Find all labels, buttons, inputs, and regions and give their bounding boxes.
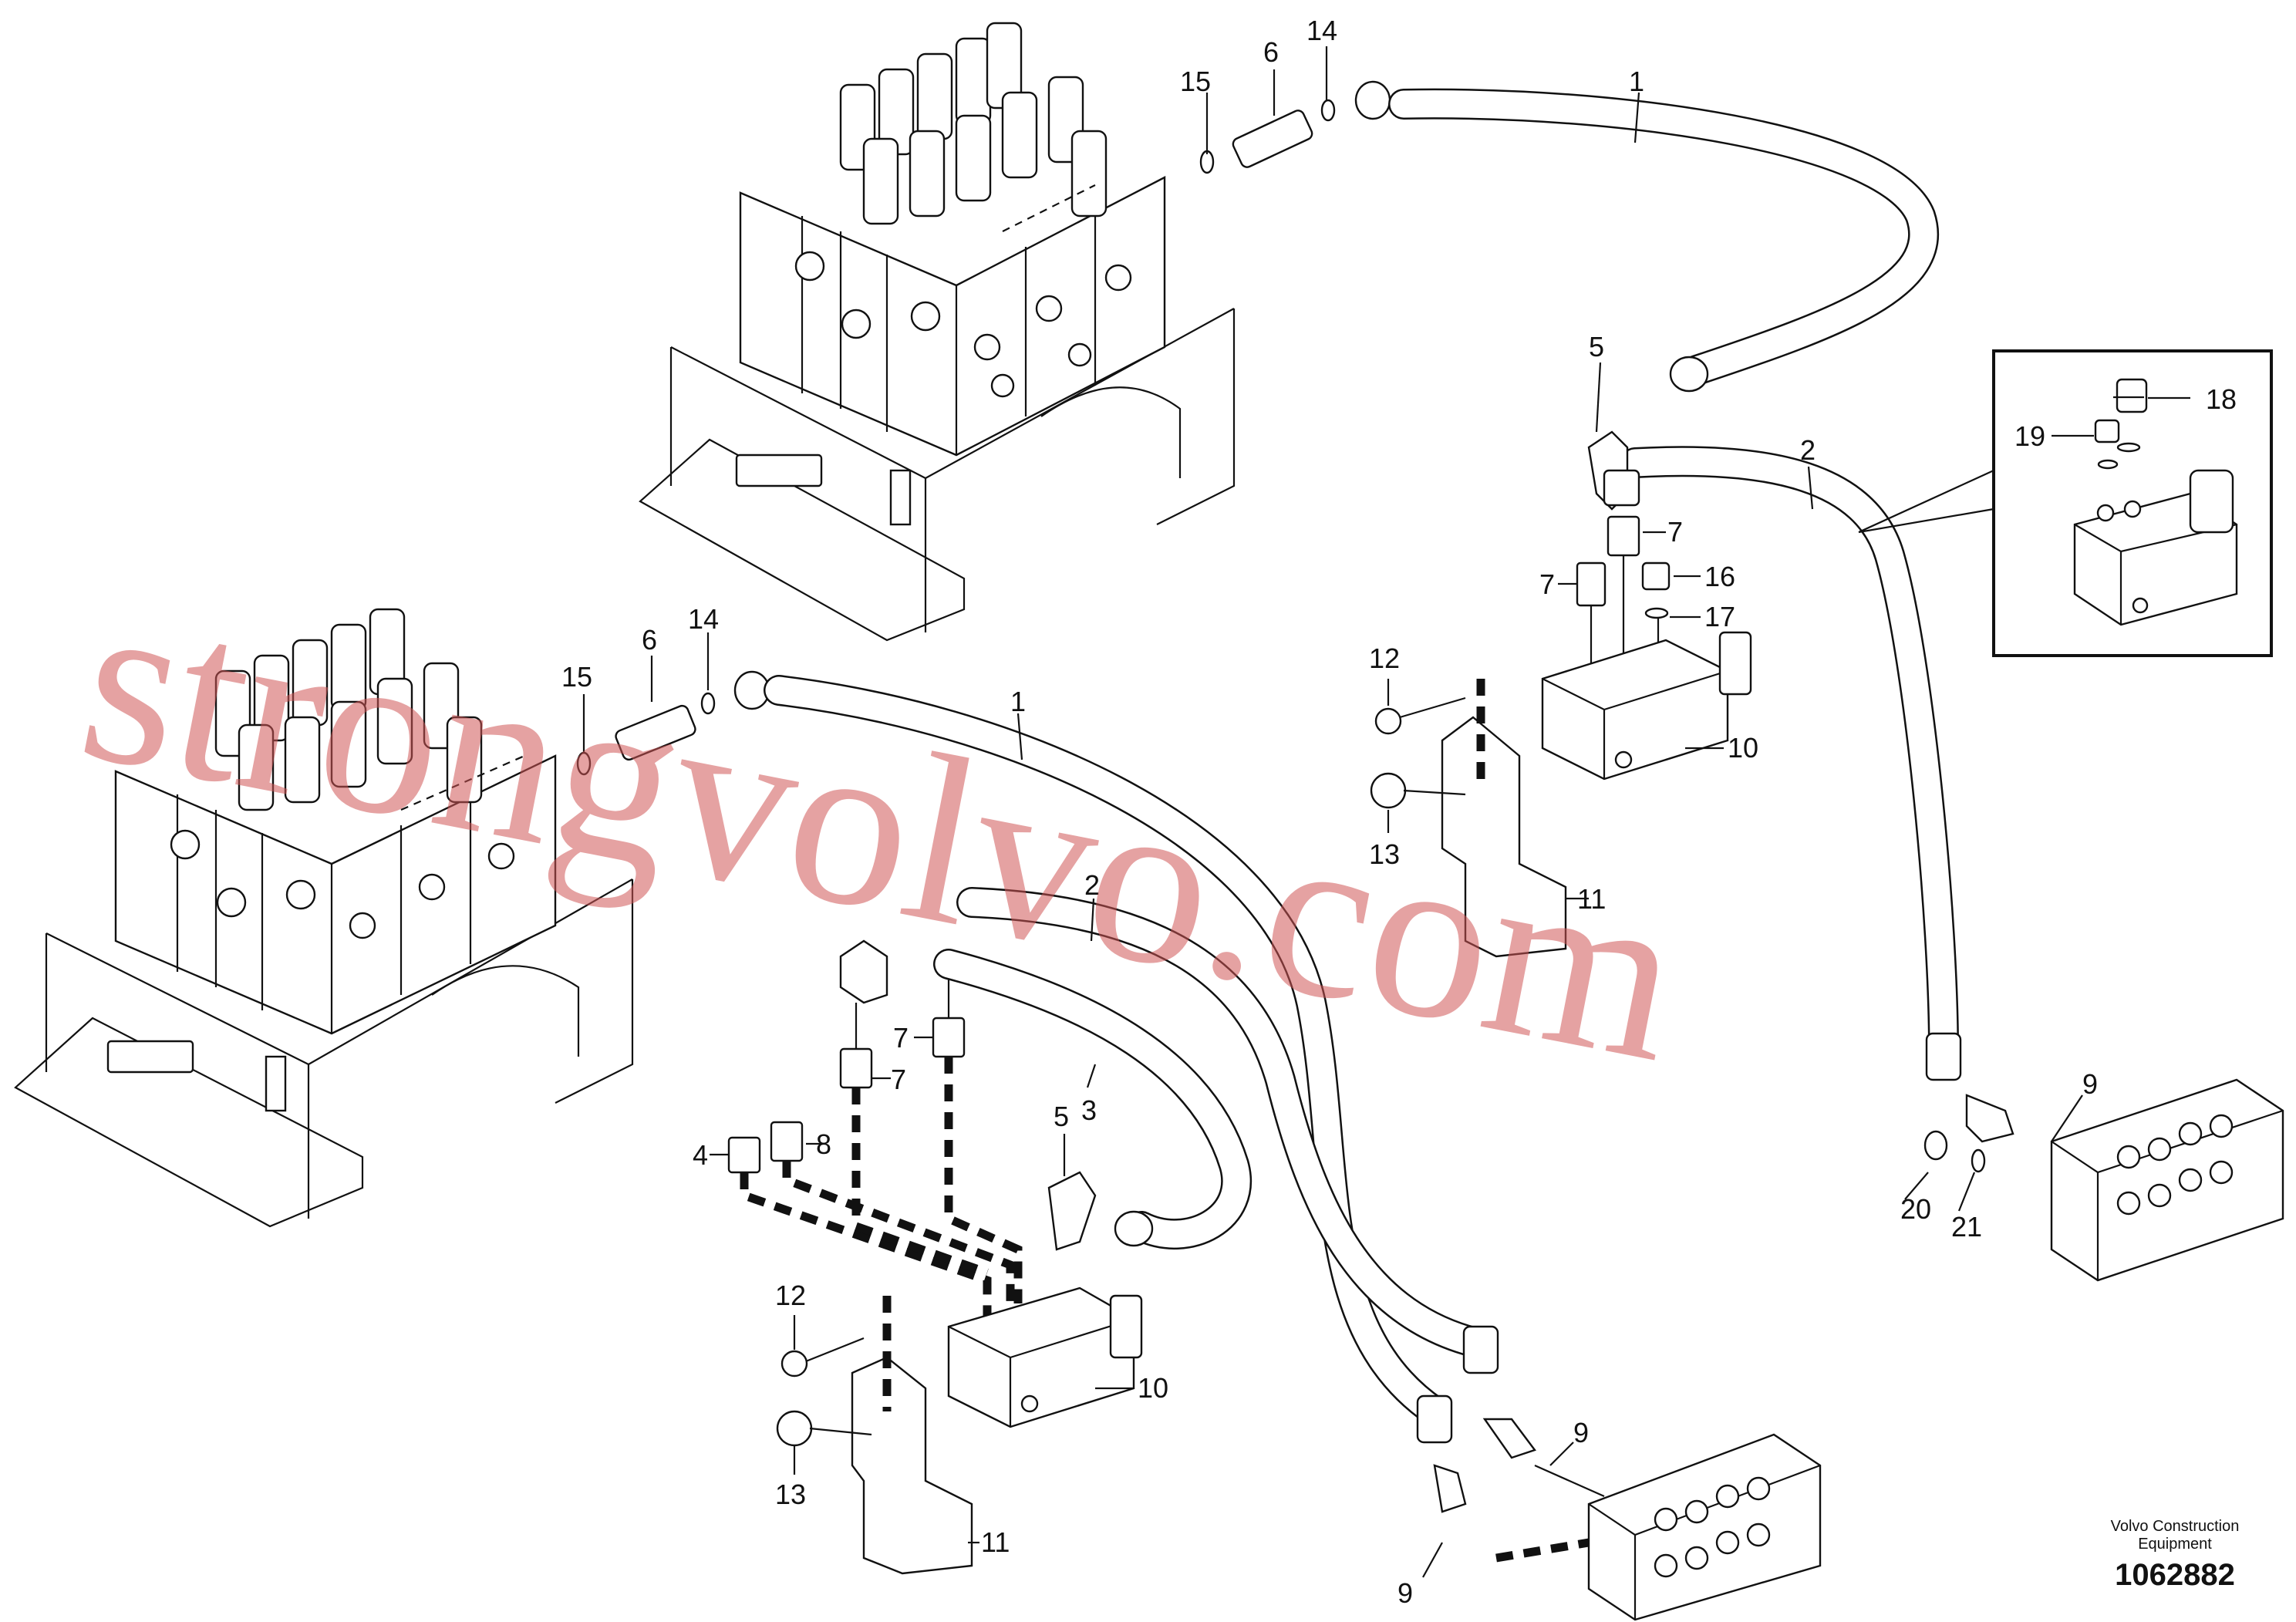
callout-7a-bottom: 7 [893,1022,909,1054]
callout-15-bottom: 15 [561,661,592,693]
callout-16: 16 [1704,561,1735,592]
callout-2-bottom: 2 [1084,869,1100,901]
callout-6-top: 6 [1263,36,1279,68]
callout-5-top: 5 [1589,331,1604,363]
footer-brand: Volvo Construction Equipment 1062882 [2111,1518,2240,1592]
control-valve-bottom [14,608,634,1228]
callout-18: 18 [2206,383,2237,415]
bracket-11-bottom [776,1296,973,1575]
callout-6-bottom: 6 [642,624,657,656]
callout-9-bottom-b: 9 [1397,1577,1413,1609]
watermark: strongvolvo.com [64,545,1698,1112]
inset-detail [1858,349,2273,657]
callout-10-bottom: 10 [1138,1372,1168,1404]
fitting-set-top [1199,80,1391,174]
callout-12-bottom: 12 [775,1280,806,1311]
callout-13-top: 13 [1369,838,1400,870]
callout-15-top: 15 [1180,66,1211,97]
callout-20: 20 [1900,1193,1931,1225]
manifold-bottom-right [1433,1418,1822,1621]
brand-line-1: Volvo Construction [2111,1518,2240,1535]
callout-21: 21 [1951,1211,1982,1243]
callout-1-top: 1 [1629,66,1644,97]
callout-9-top: 9 [2082,1068,2098,1100]
brand-line-2: Equipment [2138,1536,2212,1553]
callout-13-bottom: 13 [775,1479,806,1510]
callout-19: 19 [2014,420,2045,452]
callout-4: 4 [693,1139,708,1171]
block-10-bottom [947,1286,1143,1428]
callout-11-bottom: 11 [981,1526,1010,1558]
callout-7b-bottom: 7 [891,1064,906,1095]
callout-5-bottom: 5 [1054,1101,1069,1132]
manifold-top-right [1923,1078,2284,1282]
fittings-top-block [1576,430,1671,679]
control-valve-top [639,22,1236,642]
fittings-bottom-block [727,939,1097,1327]
bracket-11-top [1370,679,1567,958]
callout-9-bottom-a: 9 [1573,1417,1589,1448]
fitting-set-bottom [576,670,770,776]
callout-10-top: 10 [1728,732,1758,764]
callout-7b-top: 7 [1539,568,1555,600]
callout-12-top: 12 [1369,642,1400,674]
callouts: 15 6 14 1 5 2 7 7 16 17 10 11 12 13 18 1… [561,15,2237,1609]
callout-11-top: 11 [1577,883,1606,915]
callout-3: 3 [1081,1094,1097,1126]
hose-1-top [1388,88,1940,386]
block-10-top [1541,631,1752,781]
callout-17: 17 [1704,601,1735,632]
callout-8: 8 [816,1128,831,1160]
drawing-number: 1062882 [2115,1558,2235,1592]
callout-7a-top: 7 [1667,516,1683,548]
callout-14-top: 14 [1306,15,1337,46]
callout-14-bottom: 14 [688,603,719,635]
callout-2-top: 2 [1800,434,1816,466]
callout-1-bottom: 1 [1010,686,1026,717]
